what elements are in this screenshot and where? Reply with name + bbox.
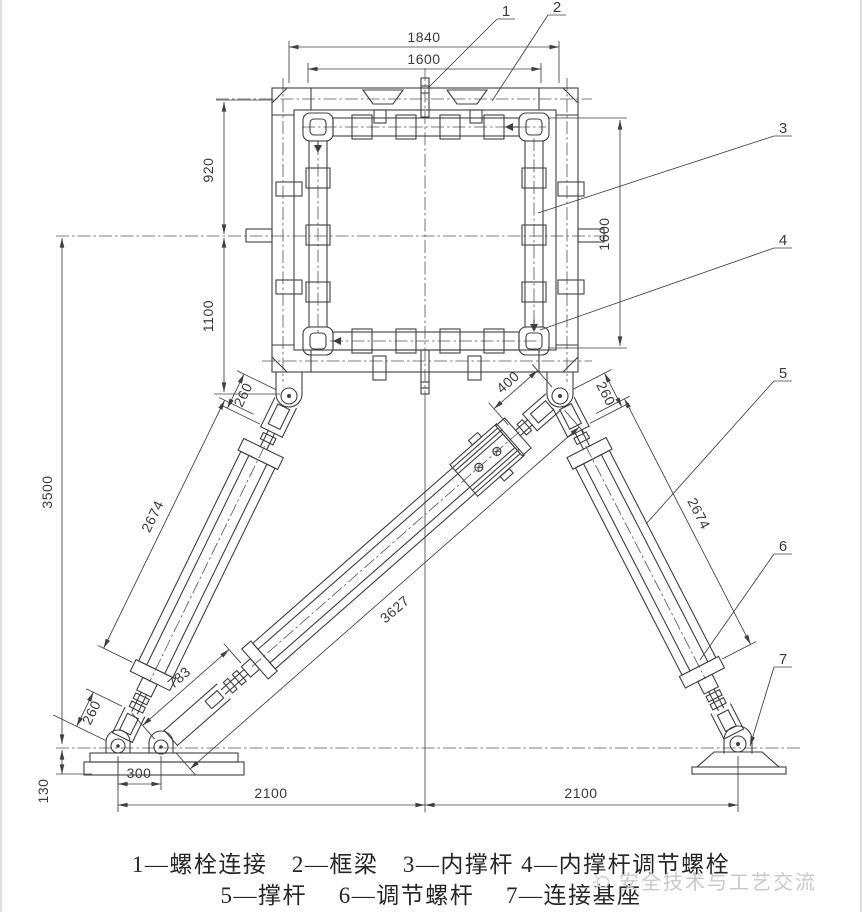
legend-line-1: 1—螺栓连接 2—框梁 3—内撑杆 4—内撑杆调节螺栓 [131, 852, 731, 877]
callout-7: 7 [779, 651, 787, 668]
dim-left-span: 2100 [254, 785, 287, 801]
dim-base-pivot-spacing: 300 [127, 765, 152, 781]
beam-notch [361, 89, 405, 105]
corner-adjuster-blocks [302, 112, 550, 356]
dim-left-leg-bottom-offset: 260 [79, 698, 104, 727]
dim-upper-height: 920 [200, 158, 216, 183]
callout-2: 2 [553, 0, 561, 16]
dim-mid-leg-bottom-section: 783 [164, 663, 193, 691]
callout-4: 4 [779, 232, 787, 249]
dim-right-leg-length: 2674 [684, 495, 713, 532]
frame-assembly [245, 77, 605, 408]
dim-base-height: 130 [35, 779, 51, 804]
left-leg-strut: 260 2674 260 [53, 370, 298, 744]
callout-labels: 1 2 3 4 5 6 7 [427, 0, 792, 747]
dim-side-height: 1600 [596, 217, 612, 250]
side-tab [245, 228, 273, 243]
callout-6: 6 [779, 538, 787, 555]
stiffener-plate [275, 181, 303, 197]
dim-right-span: 2100 [564, 785, 597, 801]
page-left-border [0, 0, 2, 912]
beam-notch [445, 89, 489, 105]
legend: 1—螺栓连接 2—框梁 3—内撑杆 4—内撑杆调节螺栓 5—撑杆 6—调节螺杆 … [0, 849, 862, 911]
frame-leg-lugs [275, 371, 574, 408]
watermark-sun-icon [593, 874, 610, 889]
page-right-border [860, 0, 862, 912]
connection-bases [83, 725, 787, 776]
dim-top-inner-width: 1600 [407, 51, 440, 67]
dimensions: 1840 1600 920 1100 1600 3500 130 [35, 29, 739, 812]
callout-5: 5 [779, 365, 787, 382]
dim-lower-height: 1100 [200, 300, 216, 332]
side-tab [577, 228, 605, 243]
stiffener-plate [275, 279, 303, 295]
centerlines [56, 68, 800, 813]
inner-struts [305, 114, 547, 354]
middle-strut: 400 3627 783 [131, 364, 585, 776]
watermark: 安全技术与工艺交流 [591, 866, 817, 895]
watermark-text: 安全技术与工艺交流 [619, 872, 817, 894]
stiffener-plate [557, 279, 585, 295]
dim-left-leg-length: 2674 [138, 498, 167, 535]
dim-top-outer-width: 1840 [407, 29, 440, 45]
dim-mid-leg-length: 3627 [377, 592, 412, 626]
callout-3: 3 [779, 120, 787, 137]
right-leg-strut: 260 2674 [552, 369, 757, 740]
callout-1: 1 [502, 3, 510, 20]
stiffener-plate [557, 181, 585, 197]
dim-total-height: 3500 [39, 475, 55, 508]
legend-line-2: 5—撑杆 6—调节螺杆 7—连接基座 [220, 883, 642, 908]
